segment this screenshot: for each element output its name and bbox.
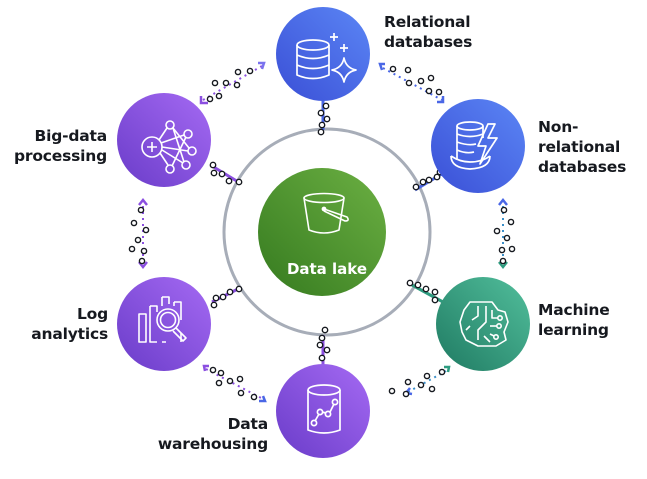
database-sparkle-icon xyxy=(296,33,357,83)
arrowhead-nonrelational xyxy=(437,96,445,104)
arrowhead-relational-2 xyxy=(378,62,385,71)
label-line: Non- xyxy=(538,118,579,136)
arrow-relational-nonrelational xyxy=(382,67,443,101)
big-data-processing-label: Big-data processing xyxy=(14,126,107,166)
log-analytics-node[interactable] xyxy=(117,277,211,371)
label-line: databases xyxy=(384,33,473,51)
relational-databases-label: Relational databases xyxy=(384,12,472,52)
label-line: processing xyxy=(14,147,107,165)
arrow-dots xyxy=(128,65,516,401)
non-relational-databases-node[interactable] xyxy=(431,99,525,193)
data-lake-node[interactable] xyxy=(258,168,386,296)
arrowhead-relational xyxy=(258,61,266,70)
arrowhead-bigdata-2 xyxy=(138,197,148,206)
bucket-icon xyxy=(303,192,349,234)
machine-learning-label: Machine learning xyxy=(538,300,610,340)
arrowhead-ml xyxy=(498,261,508,270)
database-chart-icon xyxy=(307,384,341,434)
non-relational-databases-label: Non- relational databases xyxy=(538,117,626,177)
label-line: analytics xyxy=(31,325,108,343)
machine-learning-node[interactable] xyxy=(436,277,530,371)
arrowhead-log xyxy=(202,364,209,372)
label-line: databases xyxy=(538,158,627,176)
label-line: Big-data xyxy=(34,127,108,145)
connector-dots xyxy=(209,102,444,362)
arrow-ml-warehousing xyxy=(407,370,447,393)
connector-bigdata xyxy=(211,164,241,185)
brain-circuit-icon xyxy=(459,301,509,347)
label-line: relational xyxy=(538,138,621,156)
data-warehousing-label: Data warehousing xyxy=(158,414,268,454)
big-data-processing-node[interactable] xyxy=(117,93,211,187)
label-line: Relational xyxy=(384,13,471,31)
data-warehousing-node[interactable] xyxy=(276,364,370,458)
label-line: Machine xyxy=(538,301,610,319)
arrowhead-bigdata xyxy=(199,96,208,105)
data-lake-circle xyxy=(258,168,386,296)
arrowhead-warehousing-2 xyxy=(259,395,267,403)
arrowhead-nonrelational-2 xyxy=(498,197,508,206)
label-line: Data xyxy=(227,415,269,433)
database-lightning-icon xyxy=(450,121,498,170)
label-line: learning xyxy=(538,321,609,339)
network-plus-icon xyxy=(141,120,197,174)
log-analytics-label: Log analytics xyxy=(31,304,108,344)
relational-databases-node[interactable] xyxy=(276,7,370,101)
chart-magnifier-icon xyxy=(138,296,187,343)
label-line: Log xyxy=(76,305,108,323)
label-line: warehousing xyxy=(157,435,268,453)
arrowhead-ml-2 xyxy=(444,365,451,373)
data-lake-label: Data lake xyxy=(286,260,368,278)
